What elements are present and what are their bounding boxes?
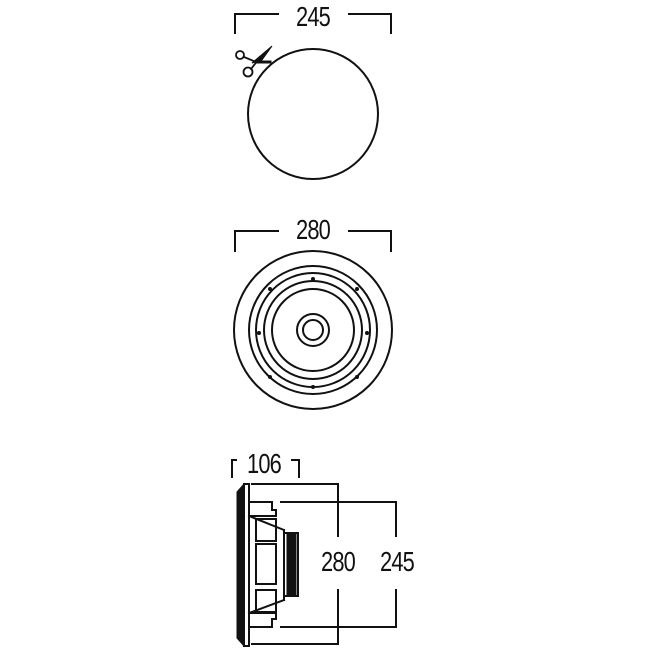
basket-window-bottom: [255, 589, 277, 613]
grille-ring-1: [248, 265, 378, 395]
lower-mount-clip: [248, 612, 277, 628]
magnet: [286, 532, 297, 597]
tweeter-outer: [296, 313, 330, 347]
screw-holes: [257, 277, 369, 389]
side-view: [231, 459, 397, 648]
bezel-profile: [236, 482, 250, 648]
basket-lower-edge: [247, 598, 286, 615]
basket-upper-edge: [247, 514, 286, 532]
screw-hole: [311, 385, 315, 389]
basket-window-top: [255, 518, 277, 542]
basket-window-middle: [255, 543, 277, 585]
screw-hole: [355, 375, 359, 379]
depth-dimension-bracket: [231, 459, 300, 478]
cutout-view: [234, 13, 392, 180]
screw-hole: [268, 375, 272, 379]
cutout-dimension-label: 245: [295, 1, 331, 32]
cutout-dimension-bracket: [234, 13, 392, 34]
screw-hole: [355, 287, 359, 291]
depth-dimension-label: 106: [246, 448, 282, 479]
cone-ring-inner: [271, 288, 355, 372]
front-view: [233, 230, 393, 410]
scissors-icon: [235, 45, 273, 78]
tweeter-inner: [302, 319, 324, 341]
cutout-diameter-label: 245: [379, 546, 415, 577]
upper-mount-clip: [248, 501, 277, 517]
screw-hole: [311, 277, 315, 281]
front-dimension-label: 280: [295, 214, 331, 245]
cutout-diameter-dimension: [280, 501, 397, 628]
screw-hole: [268, 287, 272, 291]
grille-ring-2: [255, 272, 371, 388]
outer-diameter-label: 280: [320, 546, 356, 577]
cone-ring-outer: [263, 280, 363, 380]
cutout-circle: [247, 48, 379, 180]
screw-hole: [365, 331, 369, 335]
outer-diameter-dimension: [251, 483, 339, 645]
outer-rim: [233, 250, 393, 410]
screw-hole: [257, 331, 261, 335]
front-dimension-bracket: [234, 230, 392, 252]
